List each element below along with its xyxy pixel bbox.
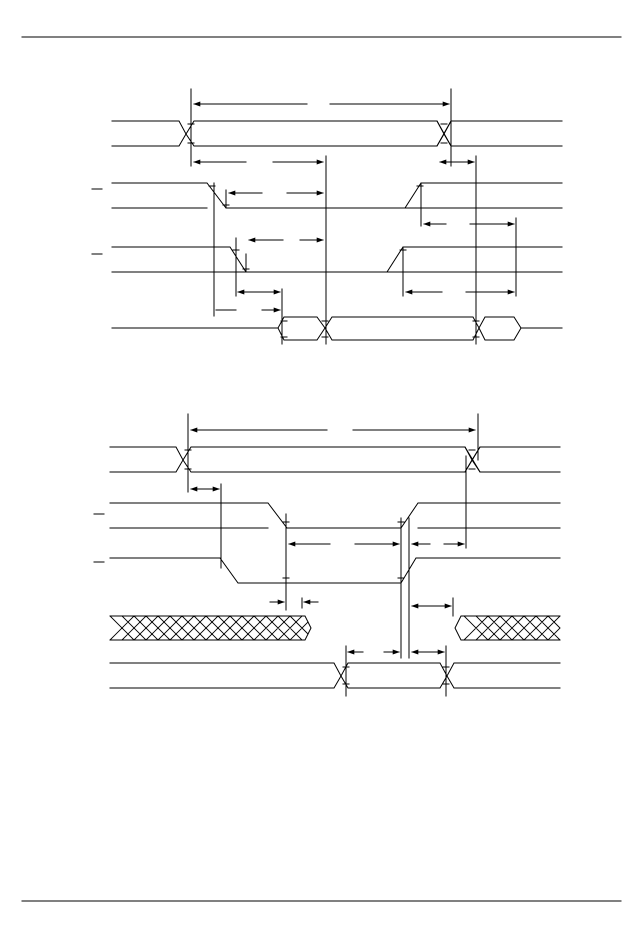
write-cs-waveform	[93, 502, 561, 529]
write-address-waveform	[109, 446, 561, 473]
read-oe-waveform	[91, 246, 563, 273]
write-data-out-waveform	[109, 615, 561, 641]
write-data-in-waveform	[109, 662, 561, 689]
read-timing-dimensions	[193, 101, 515, 313]
write-cycle-diagram	[93, 413, 561, 697]
read-data-waveform	[111, 316, 563, 341]
read-reference-lines	[190, 88, 517, 345]
read-address-waveform	[111, 120, 563, 147]
data-out-hatch-left	[109, 615, 309, 641]
read-cycle-diagram	[91, 88, 563, 345]
write-reference-lines	[187, 413, 479, 697]
read-crossing-marks	[187, 123, 480, 338]
data-out-hatch-right	[463, 615, 561, 641]
write-we-waveform	[93, 557, 561, 584]
write-crossing-marks	[184, 449, 476, 685]
write-timing-dimensions	[190, 427, 476, 655]
read-cs-waveform	[91, 182, 563, 209]
